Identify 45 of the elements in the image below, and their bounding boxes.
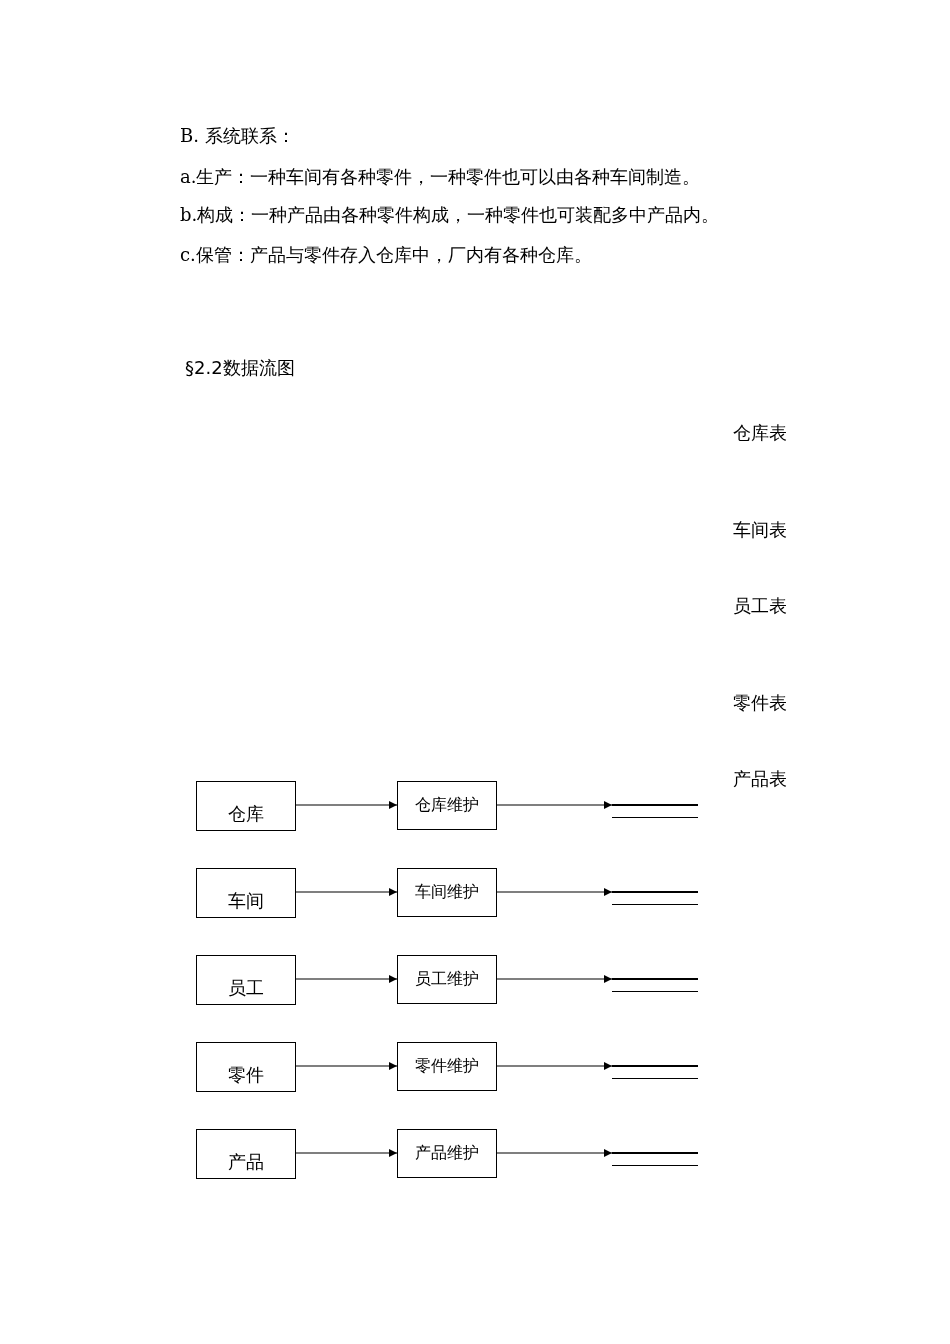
arrow <box>496 801 613 809</box>
section-heading: §2.2数据流图 <box>185 357 295 379</box>
arrow <box>295 888 398 896</box>
arrow <box>496 888 613 896</box>
text-line: B. 系统联系： <box>180 125 295 147</box>
entity-box <box>196 1042 296 1092</box>
text-line: c.保管：产品与零件存入仓库中，厂内有各种仓库。 <box>180 244 592 266</box>
process-box <box>397 955 497 1004</box>
entity-box <box>196 868 296 918</box>
text-line: a.生产：一种车间有各种零件，一种零件也可以由各种车间制造。 <box>180 166 701 188</box>
arrow <box>295 1149 398 1157</box>
table-label: 仓库表 <box>733 422 787 444</box>
arrow <box>496 1149 613 1157</box>
data-store <box>612 1152 698 1166</box>
box-label: 员工维护 <box>415 969 479 990</box>
table-label: 车间表 <box>733 519 787 541</box>
table-label: 员工表 <box>733 595 787 617</box>
arrow <box>295 975 398 983</box>
process-box <box>397 1042 497 1091</box>
arrow <box>496 975 613 983</box>
box-label: 产品 <box>228 1150 264 1174</box>
process-box <box>397 1129 497 1178</box>
data-store <box>612 891 698 905</box>
box-label: 车间 <box>228 889 264 913</box>
text-line: b.构成：一种产品由各种零件构成，一种零件也可装配多中产品内。 <box>180 204 720 226</box>
box-label: 车间维护 <box>415 882 479 903</box>
arrow <box>496 1062 613 1070</box>
box-label: 零件维护 <box>415 1056 479 1077</box>
box-label: 产品维护 <box>415 1143 479 1164</box>
data-store <box>612 978 698 992</box>
table-label: 零件表 <box>733 692 787 714</box>
table-label: 产品表 <box>733 768 787 790</box>
process-box <box>397 781 497 830</box>
box-label: 员工 <box>228 976 264 1000</box>
entity-box <box>196 1129 296 1179</box>
arrow <box>295 1062 398 1070</box>
box-label: 仓库维护 <box>415 795 479 816</box>
entity-box <box>196 955 296 1005</box>
entity-box <box>196 781 296 831</box>
box-label: 仓库 <box>228 802 264 826</box>
data-store <box>612 804 698 818</box>
process-box <box>397 868 497 917</box>
box-label: 零件 <box>228 1063 264 1087</box>
arrow <box>295 801 398 809</box>
data-store <box>612 1065 698 1079</box>
